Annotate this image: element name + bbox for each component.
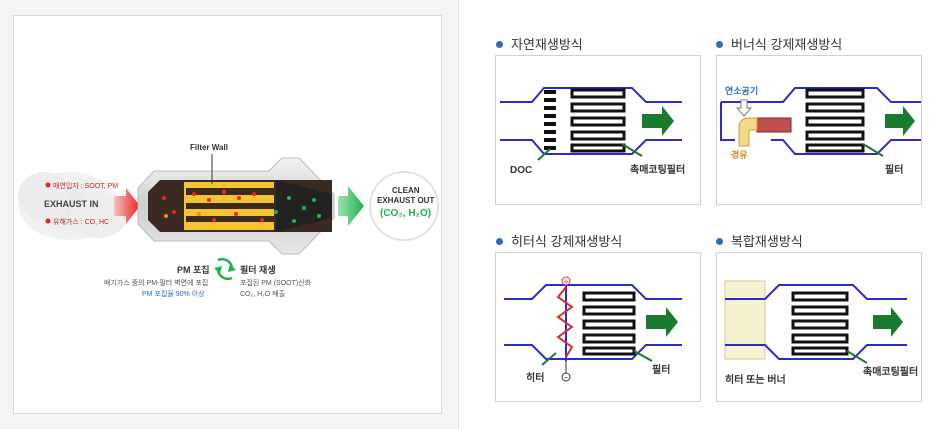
heater-label: 히터 <box>526 373 545 384</box>
pm-capture-rate: PM 포집율 90% 이상 <box>142 291 205 298</box>
catalyst-filter-label: 촉매코팅필터 <box>630 165 686 176</box>
filter-label: 필터 <box>652 365 671 376</box>
gas-label: 유해가스 : CO, HC <box>53 219 110 226</box>
svg-text:+: + <box>563 278 569 286</box>
bullet-icon <box>496 41 503 49</box>
pm-capture-title: PM 포집 <box>177 265 210 275</box>
section-title-natural: 자연재생방식 <box>496 34 583 53</box>
combustion-air-label: 연소공기 <box>725 86 759 96</box>
diagram-burner-regeneration: 연소공기 경유 필터 <box>716 55 922 205</box>
clean-formula: (CO₂, H₂O) <box>380 208 432 219</box>
section-title-burner: 버너식 강제재생방식 <box>716 34 842 53</box>
clean-label: CLEAN <box>392 186 420 195</box>
diagram-combined-regeneration: 히터 또는 버너 촉매코팅필터 <box>716 252 922 402</box>
clean-exhaust-circle <box>369 171 439 241</box>
section-title-combined: 복합재생방식 <box>716 231 803 250</box>
particle-label: 매연입자 : SOOT, PM <box>53 183 119 190</box>
dpf-illustration-panel: Filter Wall 매연입자 : SOOT, PM EXHAUST IN 유… <box>13 15 442 414</box>
diesel-label: 경유 <box>731 150 748 160</box>
filter-label: 필터 <box>885 165 904 176</box>
bullet-icon <box>716 41 723 49</box>
catalyst-filter-label: 촉매코팅필터 <box>863 367 919 378</box>
heater-or-burner-label: 히터 또는 버너 <box>725 375 786 386</box>
bullet-icon <box>496 238 503 246</box>
exhaust-out-label: EXHAUST OUT <box>377 196 435 205</box>
doc-label: DOC <box>510 165 533 176</box>
filter-regen-title: 필터 재생 <box>240 265 276 275</box>
diagram-heater-regeneration: + − 히터 필터 <box>495 252 701 402</box>
column-divider <box>458 0 480 429</box>
exhaust-in-label: EXHAUST IN <box>44 199 99 209</box>
exhaust-in-arrow <box>114 188 140 224</box>
exhaust-out-arrow <box>338 186 364 226</box>
svg-text:−: − <box>563 374 569 382</box>
filter-wall-label: Filter Wall <box>190 143 228 152</box>
section-title-heater: 히터식 강제재생방식 <box>496 231 622 250</box>
diagram-natural-regeneration: DOC 촉매코팅필터 <box>495 55 701 205</box>
pm-capture-desc: 배기가스 중의 PM-필터 벽면에 포집 <box>104 280 209 287</box>
filter-regen-desc1: 포집된 PM (SOOT)산화 <box>240 280 312 287</box>
bullet-icon <box>716 238 723 246</box>
dpf-diagram <box>18 154 439 281</box>
filter-regen-desc2: CO₂, H₂O 배출 <box>240 291 286 298</box>
